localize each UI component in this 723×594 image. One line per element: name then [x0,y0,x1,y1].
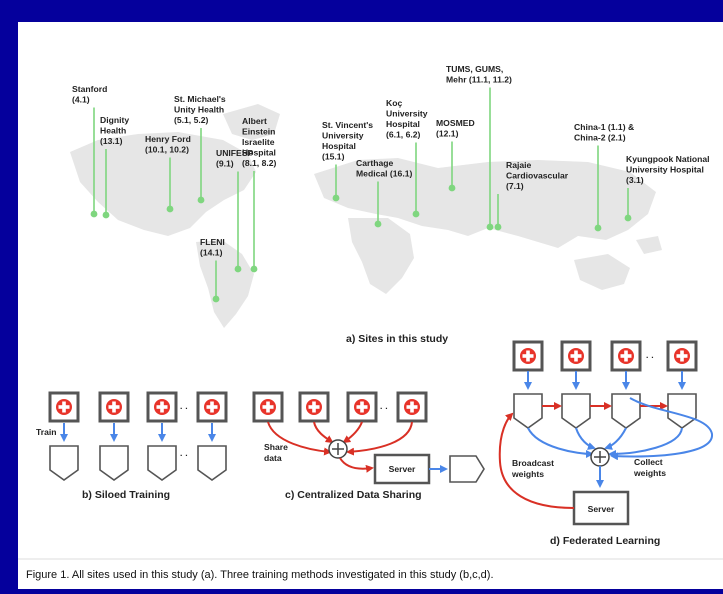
ellipsis: · · [380,403,388,413]
world-map [70,104,662,328]
site-pin-dot [332,194,340,202]
model-shield [49,445,79,481]
site-pin-dot [166,205,174,213]
site-label: FLENI(14.1) [200,237,225,258]
site-mosmed: MOSMED(12.1) [436,118,475,192]
caption-d: d) Federated Learning [550,535,660,547]
hospital-icon [146,391,178,423]
train-label: Train [36,427,57,437]
hospital-icon [196,391,228,423]
site-label: MOSMED(12.1) [436,118,475,139]
model-shield [611,393,641,429]
model-shield [561,393,591,429]
site-label: TUMS, GUMS,Mehr (11.1, 11.2) [446,64,512,85]
server-label: Server [588,504,615,514]
hospital-icon [610,340,642,372]
site-pin-dot [486,223,494,231]
site-pin-dot [234,265,242,273]
hospital-icon [298,391,330,423]
site-label: Stanford(4.1) [72,84,107,105]
ellipsis: · · [646,352,654,362]
hospital-icon [48,391,80,423]
server-box [572,490,630,526]
site-stanford: Stanford(4.1) [72,84,107,218]
hospital-icon [560,340,592,372]
model-shield [197,445,227,481]
site-pin-dot [90,210,98,218]
site-fleni: FLENI(14.1) [200,237,225,303]
hospital-icon [396,391,428,423]
figure-caption: Figure 1. All sites used in this study (… [26,569,494,581]
siloed-training-diagram: · · Train · · b) Siloed Training [36,391,228,501]
site-tums: TUMS, GUMS,Mehr (11.1, 11.2) [446,64,512,231]
site-pin-dot [594,224,602,232]
hospital-icon [252,391,284,423]
site-pin-dot [374,220,382,228]
site-pin-dot [250,265,258,273]
hospital-icon [346,391,378,423]
caption-b: b) Siloed Training [82,489,170,501]
model-output [449,455,485,483]
ellipsis: · · [180,403,188,413]
site-unifesp: UNIFESP(9.1) [216,148,254,273]
server-box [373,453,431,485]
site-pin-dot [624,214,632,222]
model-shield [147,445,177,481]
model-shield [99,445,129,481]
site-pin-dot [197,196,205,204]
hospital-icon [512,340,544,372]
site-pin-dot [102,211,110,219]
site-label: UNIFESP(9.1) [216,148,254,169]
site-label: China-1 (1.1) &China-2 (2.1) [574,122,634,143]
caption-c: c) Centralized Data Sharing [285,489,422,501]
ellipsis: · · [180,450,188,460]
site-pin-dot [494,223,502,231]
server-label: Server [389,464,416,474]
site-pin-dot [448,184,456,192]
site-pin-dot [412,210,420,218]
hospital-icon [666,340,698,372]
site-pin-dot [212,295,220,303]
hospital-icon [98,391,130,423]
model-shield [513,393,543,429]
caption-a: a) Sites in this study [346,333,448,345]
site-china: China-1 (1.1) &China-2 (2.1) [574,122,634,232]
site-henryford: Henry Ford(10.1, 10.2) [145,134,191,213]
model-shield [667,393,697,429]
site-label: Henry Ford(10.1, 10.2) [145,134,191,155]
